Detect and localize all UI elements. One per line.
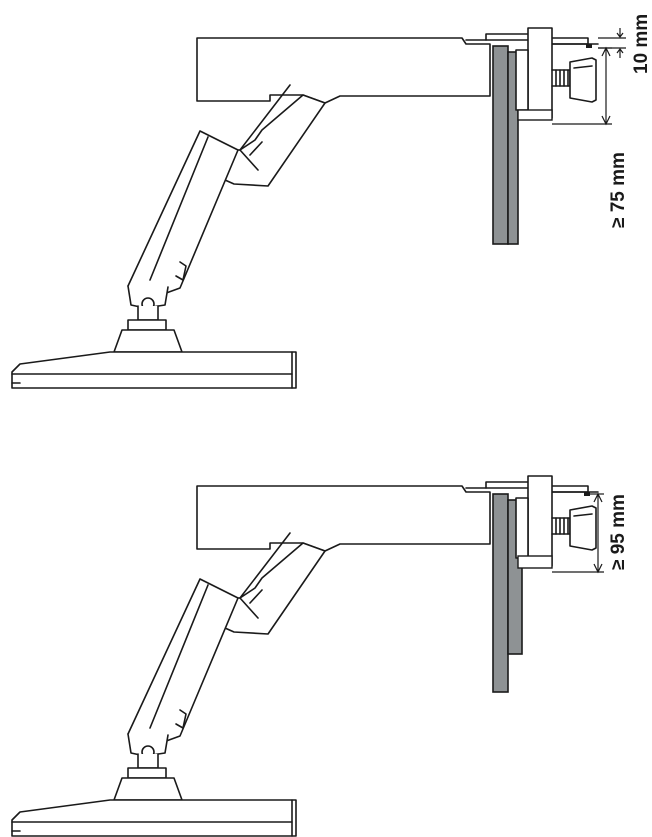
upper-desk-thickness-label: ≥ 75 mm — [608, 152, 629, 228]
lower-assembly: ≥ 95 mm — [11, 475, 629, 837]
lower-desk-plate-back — [492, 493, 509, 693]
upper-dimension-10mm — [598, 28, 626, 58]
upper-desk-plate-back — [492, 45, 509, 245]
lower-dimension-95mm — [552, 492, 604, 574]
lower-clamp-pad — [584, 492, 590, 496]
upper-desk-plate-front — [507, 51, 519, 245]
upper-dimension-75mm — [552, 46, 612, 126]
upper-assembly: 10 mm ≥ 75 mm — [11, 14, 652, 389]
lower-desk-thickness-label: ≥ 95 mm — [608, 494, 629, 570]
upper-clamp-pad — [586, 44, 592, 48]
lower-desk-edge — [517, 555, 553, 569]
upper-clamp-lip-label: 10 mm — [631, 14, 652, 74]
upper-desk-edge — [517, 109, 553, 121]
